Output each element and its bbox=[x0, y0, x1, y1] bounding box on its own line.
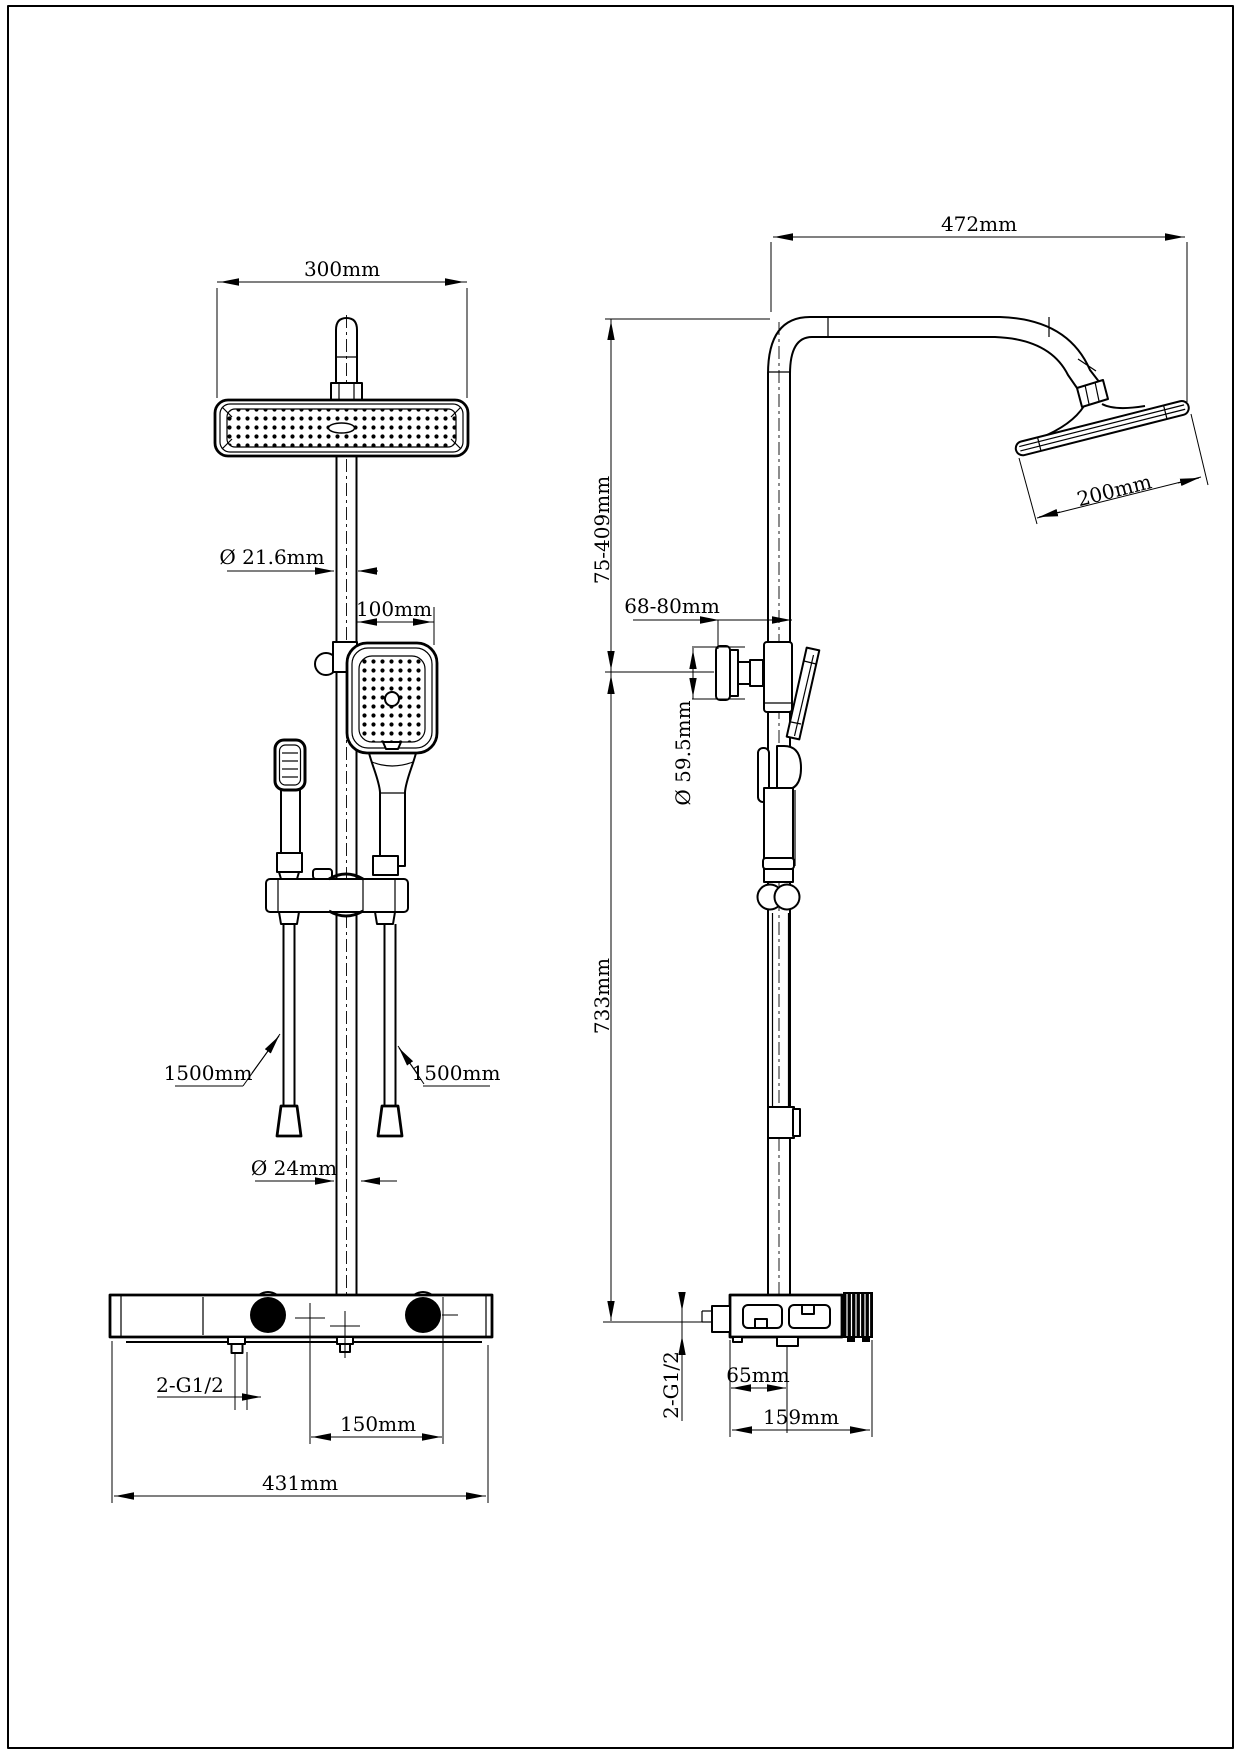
hand-shower-side bbox=[756, 646, 821, 911]
dim-body-depth: 159mm bbox=[732, 1340, 873, 1437]
hand-shower-head-side bbox=[785, 646, 821, 741]
rain-shower-head-side bbox=[1014, 400, 1190, 457]
dim-hose-left: 1500mm bbox=[164, 1033, 281, 1087]
dimensions-front: 300mm Ø 21.6mm 100mm 1500mm 1500mm bbox=[111, 257, 501, 1503]
dim-arm-reach: 472mm bbox=[770, 212, 1188, 402]
hose-right-connector bbox=[376, 1104, 404, 1138]
dim-label-lower-height: 733mm bbox=[590, 958, 614, 1034]
valve-body-side bbox=[701, 1292, 873, 1347]
side-view bbox=[701, 316, 1190, 1347]
lower-pipe-side bbox=[767, 913, 801, 1139]
dim-bracket-dia: Ø 59.5mm bbox=[671, 646, 745, 806]
dim-label-hose-right: 1500mm bbox=[412, 1061, 501, 1085]
dim-label-total-width: 431mm bbox=[262, 1471, 338, 1495]
shower-arm-side bbox=[767, 316, 1146, 439]
dim-pipe-lower-dia: Ø 24mm bbox=[251, 1156, 397, 1185]
flow-knob-right bbox=[405, 1297, 441, 1333]
dim-thread-side: 2-G1/2 bbox=[659, 1292, 686, 1421]
dim-label-hose-left: 1500mm bbox=[164, 1061, 253, 1085]
dim-wall-clearance: 68-80mm bbox=[624, 594, 792, 649]
wall-bracket-side bbox=[715, 641, 793, 713]
dim-label-pipe-upper-dia: Ø 21.6mm bbox=[219, 545, 324, 569]
hose-left-connector bbox=[275, 1104, 303, 1138]
dim-label-outlet-offset: 65mm bbox=[726, 1363, 789, 1387]
outlet-stub-side bbox=[776, 1336, 799, 1347]
dim-pipe-upper-dia: Ø 21.6mm bbox=[219, 545, 378, 575]
dim-label-thread-side: 2-G1/2 bbox=[659, 1351, 683, 1419]
hose-connector-side bbox=[767, 1106, 795, 1139]
dim-thread-front: 2-G1/2 bbox=[156, 1352, 261, 1410]
dim-upper-height-range: 75-409mm bbox=[590, 318, 770, 1321]
shower-arm-front bbox=[330, 317, 363, 401]
hand-shower-grip-side bbox=[776, 745, 802, 791]
dim-label-head-depth: 200mm bbox=[1074, 469, 1154, 511]
hand-shower-handle-front bbox=[368, 752, 417, 867]
temperature-knob-left bbox=[250, 1297, 286, 1333]
valve-body-front bbox=[108, 1291, 494, 1354]
inlet-stub-side bbox=[711, 1305, 731, 1333]
rain-shower-head-front bbox=[213, 398, 470, 458]
riser-pipe-front bbox=[335, 315, 358, 1296]
slide-clamp-ring-right bbox=[773, 883, 801, 911]
dim-lower-height: 733mm bbox=[590, 675, 704, 1323]
hand-shower-front bbox=[345, 641, 439, 876]
dim-label-bracket-dia: Ø 59.5mm bbox=[671, 700, 695, 805]
dim-label-body-depth: 159mm bbox=[763, 1405, 839, 1429]
dim-label-wall-clearance: 68-80mm bbox=[624, 594, 720, 618]
dim-hose-right: 1500mm bbox=[397, 1045, 501, 1087]
dim-label-arm-reach: 472mm bbox=[941, 212, 1017, 236]
pipe-sleeve-side bbox=[763, 641, 793, 713]
front-view bbox=[108, 315, 494, 1354]
slide-bar-holder-front bbox=[265, 868, 409, 925]
shelf-slot-right bbox=[788, 1304, 831, 1329]
dim-label-head-width: 300mm bbox=[304, 257, 380, 281]
dim-label-upper-height-range: 75-409mm bbox=[590, 476, 614, 584]
dim-label-inlet-spacing: 150mm bbox=[340, 1412, 416, 1436]
thread-stub-left bbox=[227, 1336, 246, 1345]
shower-hoses-front bbox=[275, 924, 404, 1138]
shelf-slot-left bbox=[742, 1304, 783, 1329]
dim-total-width: 431mm bbox=[111, 1341, 489, 1503]
arm-connector-nut bbox=[1076, 379, 1109, 408]
dim-head-width: 300mm bbox=[216, 257, 468, 398]
adjuster-knob-side bbox=[843, 1292, 873, 1342]
wall-plate bbox=[715, 645, 731, 701]
sheet-border bbox=[7, 5, 1234, 1749]
dimensions-side: 472mm 75-409mm 733mm 68-80mm bbox=[590, 212, 1209, 1437]
dim-hand-shower-width: 100mm bbox=[356, 597, 435, 645]
dim-label-hand-shower-width: 100mm bbox=[356, 597, 432, 621]
wand-sprayer-front bbox=[273, 738, 307, 880]
dim-label-thread-front: 2-G1/2 bbox=[156, 1373, 224, 1397]
dim-label-pipe-lower-dia: Ø 24mm bbox=[251, 1156, 337, 1180]
dim-inlet-spacing: 150mm bbox=[295, 1297, 458, 1444]
dim-outlet-offset: 65mm bbox=[726, 1340, 790, 1437]
